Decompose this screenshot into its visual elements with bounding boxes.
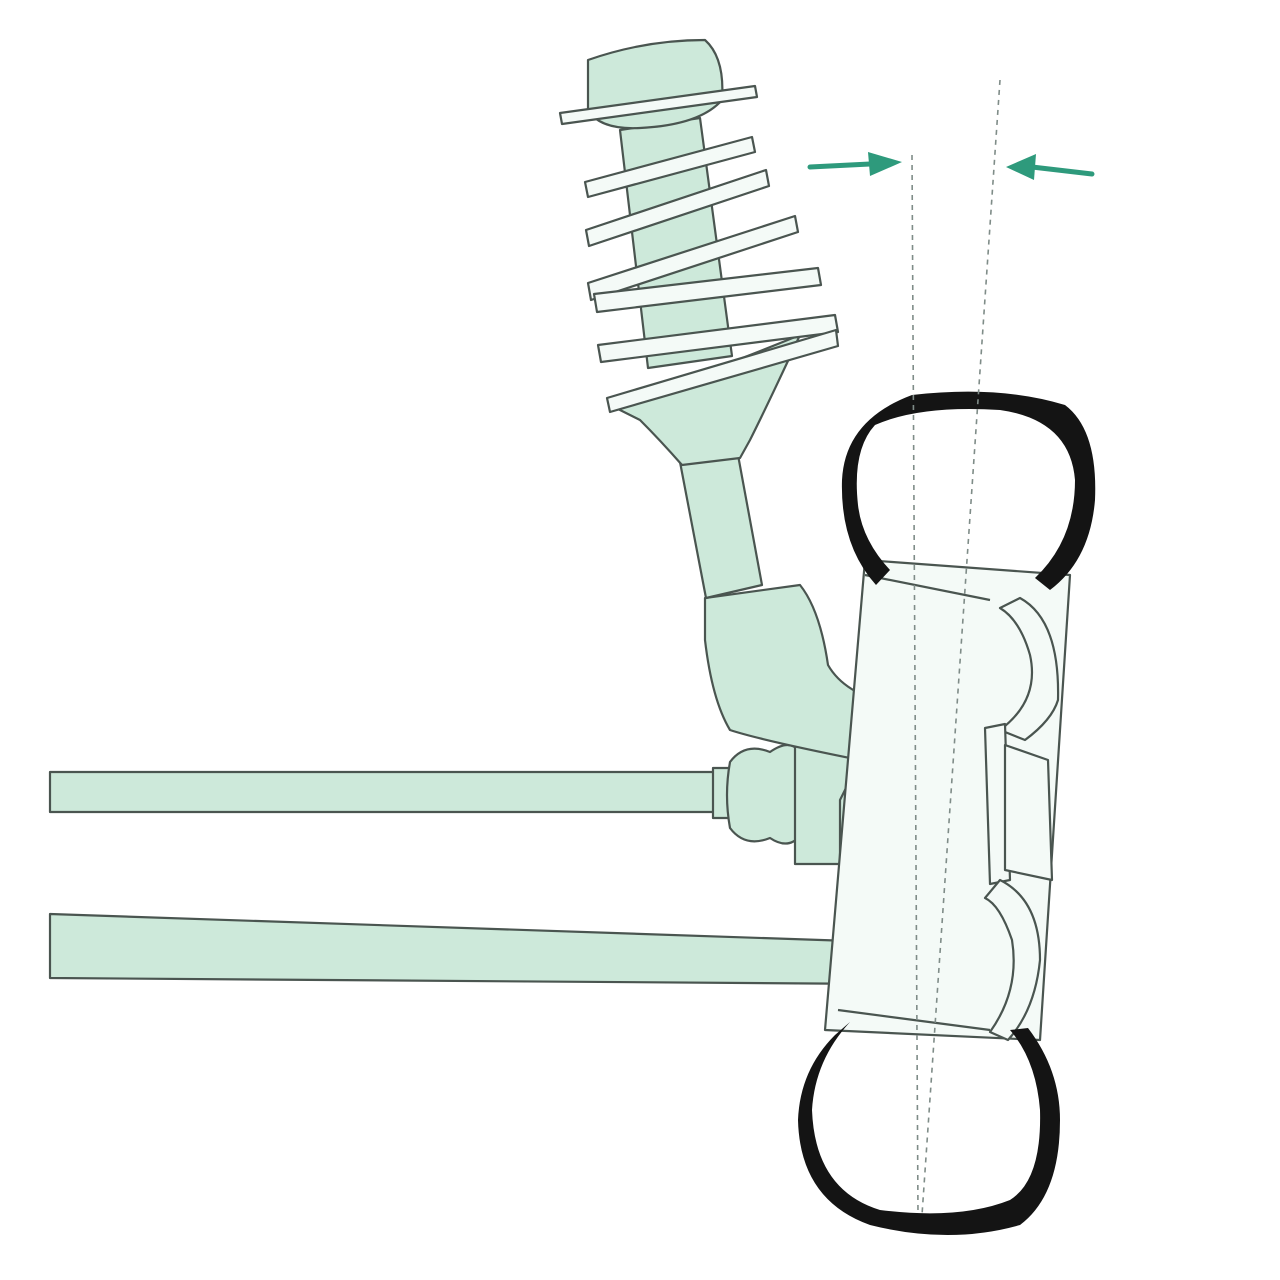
arrow-right-icon [807, 152, 902, 176]
arrow-left-icon [1006, 154, 1095, 180]
tire [798, 391, 1096, 1235]
strut-assembly [558, 38, 942, 902]
drive-shaft [48, 766, 734, 820]
wheel-rim [823, 558, 1072, 1042]
vertical-reference-line [911, 154, 919, 1216]
lower-control-arm [48, 912, 902, 986]
